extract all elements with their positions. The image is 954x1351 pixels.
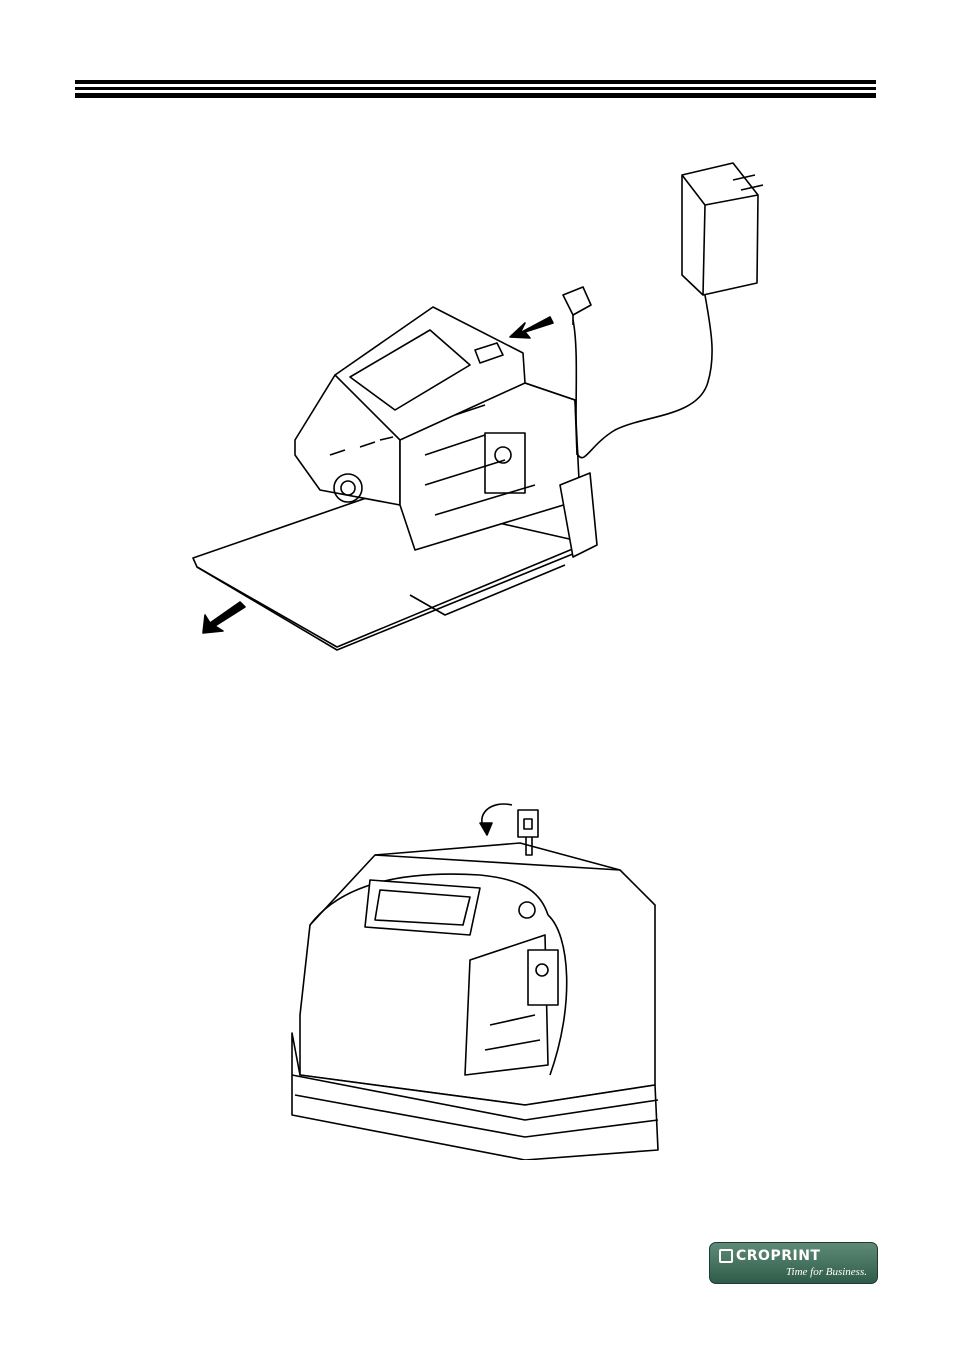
acroprint-logo: CROPRINT Time for Business. (709, 1242, 878, 1284)
power-adapter-icon (573, 163, 763, 458)
dc-plug-icon (563, 287, 591, 325)
time-recorder-icon (300, 843, 655, 1105)
logo-mark-icon (719, 1249, 733, 1263)
logo-brand: CROPRINT (736, 1248, 820, 1264)
key-lock-icon (480, 804, 538, 855)
logo-tagline: Time for Business. (786, 1266, 867, 1278)
header-rule (75, 80, 876, 98)
figure-exploded-view (185, 155, 785, 655)
figure-assembled-view (280, 775, 670, 1160)
card-tray-icon (193, 495, 590, 650)
